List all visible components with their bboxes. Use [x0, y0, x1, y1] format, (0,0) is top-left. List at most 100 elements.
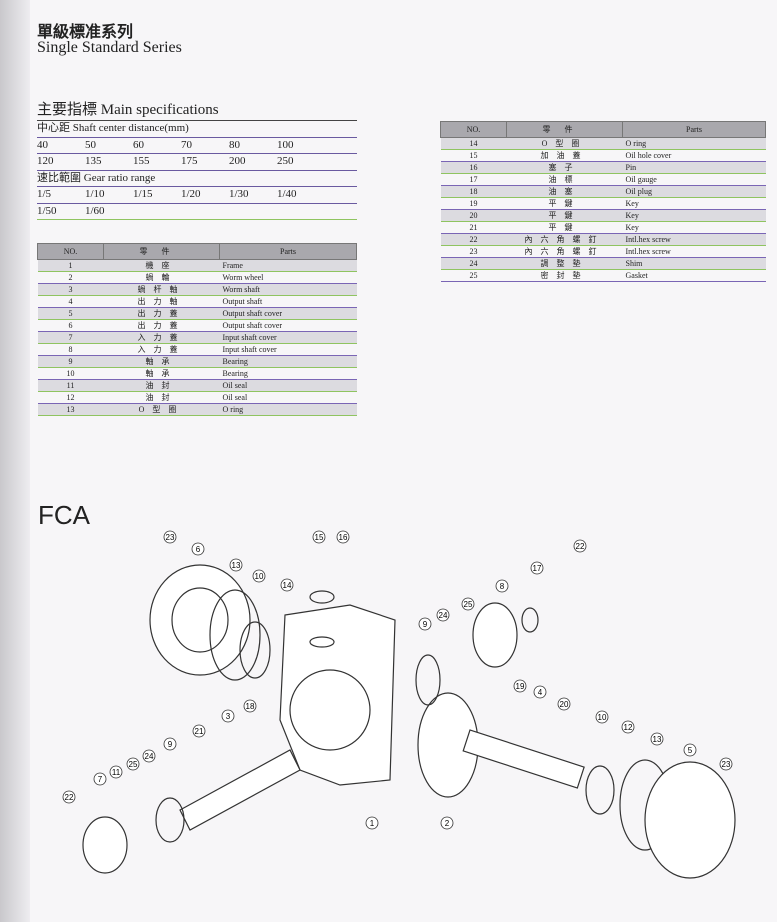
part-name-en: Pin — [622, 161, 766, 174]
callout-circle — [252, 569, 266, 583]
callout-label: 7 — [98, 775, 103, 784]
callout-circle — [557, 697, 571, 711]
model-title: FCA — [38, 500, 90, 530]
part-no: 4 — [37, 295, 104, 308]
callout-circle — [109, 765, 123, 779]
part-name-cn: O型圈 — [103, 403, 220, 416]
callout-circle — [650, 732, 664, 746]
part-name-cn: 油標 — [506, 173, 623, 186]
output-cover-left — [149, 564, 251, 676]
callout-label: 10 — [598, 713, 607, 722]
spec-value: 1/5 — [37, 188, 52, 200]
callout-circle — [243, 699, 257, 713]
callout-label: 19 — [516, 682, 525, 691]
part-name-en: Output shaft — [219, 295, 357, 308]
callout-circle — [436, 608, 450, 622]
callout-label: 9 — [423, 620, 428, 629]
callout-label: 21 — [195, 727, 204, 736]
callout-circle — [191, 542, 205, 556]
part-no: 25 — [440, 269, 507, 282]
callout-label: 5 — [688, 746, 693, 755]
spec-value: 50 — [85, 138, 96, 151]
worm-shaft — [179, 749, 301, 831]
part-no: 13 — [37, 403, 104, 416]
part-no: 10 — [37, 367, 104, 380]
spec-value: 135 — [85, 155, 102, 167]
spec-value: 1/15 — [133, 188, 153, 200]
spec-value: 1/50 — [37, 204, 57, 217]
spec-value: 1/60 — [85, 204, 105, 217]
part-name-cn: 機座 — [103, 259, 220, 272]
callout-label: 9 — [168, 740, 173, 749]
part-name-en: Oil hole cover — [622, 149, 766, 162]
part-name-cn: 軸承 — [103, 367, 220, 380]
series-title-en: Single Standard Series — [37, 39, 182, 56]
series-title-cn: 單級標准系列 — [37, 22, 134, 41]
part-no: 5 — [37, 307, 104, 320]
callout-circle — [461, 597, 475, 611]
ratio-row: 1/50 1/60 — [37, 204, 357, 220]
part-name-cn: 入力蓋 — [103, 343, 220, 356]
spec-value: 120 — [37, 155, 54, 167]
part-name-en: Output shaft cover — [219, 319, 357, 332]
part-name-cn: 調整墊 — [506, 257, 623, 270]
callout-circle — [533, 685, 547, 699]
part-name-cn: 油塞 — [506, 185, 623, 198]
ratio-label: 速比範圍 Gear ratio range — [37, 171, 357, 187]
main-specs-title: 主要指標 Main specifications — [37, 102, 219, 118]
header-cell: NO. — [37, 243, 104, 260]
callout-circle — [126, 757, 140, 771]
part-name-en: Frame — [219, 259, 357, 272]
part-name-cn: 平鍵 — [506, 197, 623, 210]
part-name-en: Oil plug — [622, 185, 766, 198]
part-no: 15 — [440, 149, 507, 162]
header-cell: Parts — [622, 121, 766, 138]
part-name-en: Oil seal — [219, 379, 357, 392]
part-name-en: Intl.hex screw — [622, 233, 766, 246]
bearing-input — [155, 797, 185, 843]
page-edge-shadow — [0, 0, 30, 922]
spec-value: 40 — [37, 138, 48, 151]
part-no: 14 — [440, 137, 507, 150]
part-no: 8 — [37, 343, 104, 356]
spec-value: 70 — [181, 138, 192, 151]
part-name-en: Oil gauge — [622, 173, 766, 186]
part-name-en: Bearing — [219, 355, 357, 368]
callout-circle — [683, 743, 697, 757]
part-no: 12 — [37, 391, 104, 404]
callout-circle — [312, 530, 326, 544]
spec-value: 80 — [229, 138, 240, 151]
part-name-cn: O型圈 — [506, 137, 623, 150]
callout-circle — [365, 816, 379, 830]
part-no: 1 — [37, 259, 104, 272]
callout-label: 13 — [653, 735, 662, 744]
callout-circle — [530, 561, 544, 575]
part-name-cn: 內六角螺釘 — [506, 233, 623, 246]
part-name-en: Bearing — [219, 367, 357, 380]
input-cover-top — [472, 602, 518, 668]
callout-circle — [142, 749, 156, 763]
spec-value: 1/40 — [277, 188, 297, 200]
part-name-en: Shim — [622, 257, 766, 270]
part-name-en: Gasket — [622, 269, 766, 282]
callout-label: 15 — [315, 533, 324, 542]
callout-circle — [192, 724, 206, 738]
callout-circle — [440, 816, 454, 830]
callout-label: 10 — [255, 572, 264, 581]
callout-label: 23 — [722, 760, 731, 769]
part-name-cn: 加油蓋 — [506, 149, 623, 162]
